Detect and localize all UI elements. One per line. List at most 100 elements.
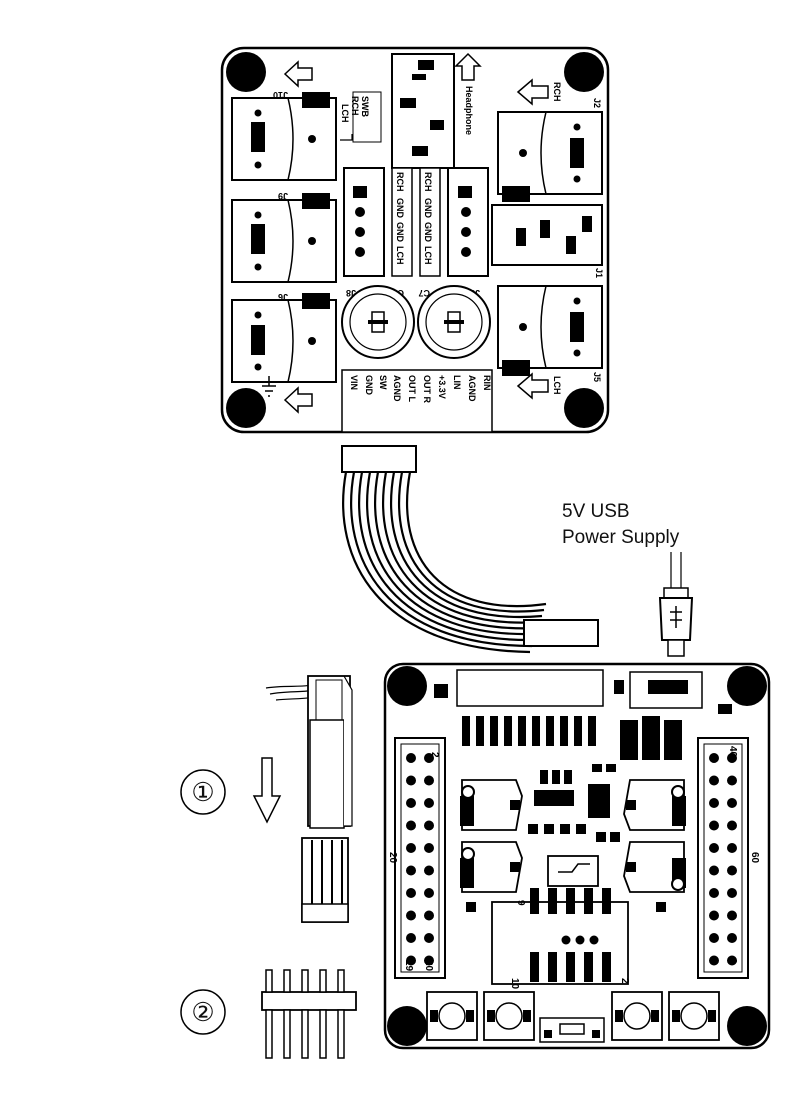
pin-header	[261, 969, 357, 1059]
header-pin	[406, 910, 416, 921]
header-pin	[709, 865, 719, 876]
header-pin	[424, 933, 434, 943]
svg-text:40: 40	[727, 746, 738, 758]
header-pin	[424, 798, 434, 808]
button-4	[668, 991, 720, 1041]
ic-leg	[584, 952, 593, 982]
label-j6: J6	[278, 292, 288, 302]
label-j9: J9	[278, 191, 288, 201]
svg-text:GND: GND	[423, 222, 433, 243]
mounting-hole	[727, 666, 767, 706]
header-pin	[709, 910, 719, 921]
header-pin	[727, 753, 737, 763]
arrow-left-icon	[283, 386, 313, 414]
ribbon-cable	[341, 445, 599, 654]
capacitor-c6	[341, 285, 415, 359]
svg-text:RCH: RCH	[395, 172, 405, 192]
svg-text:RIN: RIN	[482, 375, 492, 391]
ic-leg	[602, 888, 611, 914]
usb-icon	[670, 606, 682, 628]
mounting-hole	[564, 52, 604, 92]
jack-j10	[231, 92, 337, 181]
power-label-line1: 5V USB	[562, 501, 630, 522]
ic-leg	[530, 888, 539, 914]
svg-text:LCH: LCH	[395, 246, 405, 265]
pin-strip: VIN GND SW AGND OUT L OUT R +3.3V LIN AG…	[341, 369, 493, 433]
ic-leg	[548, 952, 557, 982]
step-1-badge	[180, 769, 226, 815]
board-connector	[456, 669, 604, 707]
svg-text:+3.3V: +3.3V	[437, 375, 447, 399]
svg-text:20: 20	[387, 852, 398, 864]
ic-leg	[584, 888, 593, 914]
mounting-hole	[387, 666, 427, 706]
jack-j5	[497, 285, 603, 376]
power-label-line2: Power Supply	[562, 527, 680, 548]
cable-connector-bottom	[523, 619, 599, 647]
arrow-left-icon	[516, 372, 549, 400]
header-pin	[727, 955, 737, 966]
mounting-hole	[226, 52, 266, 92]
step-2: ②	[180, 969, 357, 1059]
header-pin	[709, 888, 719, 898]
main-board: 2 20 19 20 40 60 1	[383, 662, 771, 1050]
svg-text:10: 10	[509, 978, 520, 990]
ic-leg	[602, 952, 611, 982]
arrow-up-icon	[454, 52, 482, 81]
svg-text:VIN: VIN	[349, 375, 359, 390]
headphone-jack	[391, 53, 455, 169]
svg-text:AGND: AGND	[392, 375, 402, 402]
switch-label-block: SWB RCH LCH	[340, 91, 382, 143]
header-20pin-left: 2 20 19 20	[387, 737, 446, 979]
label-c7: C7	[418, 288, 430, 298]
ground-icon	[262, 376, 276, 397]
header-pin	[727, 865, 737, 876]
header-pin	[424, 820, 434, 831]
transistor-group	[620, 716, 682, 760]
arrow-label-lch: LCH	[552, 376, 562, 395]
step-1-number: ①	[191, 777, 214, 807]
audio-board: J10 J9 J6 SWB RCH LCH Headphone	[220, 46, 610, 434]
reset-switch	[539, 1017, 605, 1043]
svg-text:9: 9	[515, 900, 526, 906]
svg-text:LCH: LCH	[340, 104, 350, 123]
header-pin	[424, 888, 434, 898]
arrow-label-rch: RCH	[552, 82, 562, 102]
svg-text:2: 2	[429, 752, 440, 758]
header-pin	[727, 888, 737, 898]
header-pin	[727, 775, 737, 786]
ic-leg	[530, 952, 539, 982]
mounting-hole	[727, 1006, 767, 1046]
header-pin	[424, 865, 434, 876]
usb-cable	[658, 552, 694, 657]
header-pin	[709, 820, 719, 831]
header-j8: RCH GND GND LCH	[343, 167, 413, 277]
arrow-left-icon	[516, 78, 549, 106]
svg-text:GND: GND	[423, 198, 433, 219]
svg-text:RCH: RCH	[423, 172, 433, 192]
header-pin	[727, 798, 737, 808]
mounting-hole	[387, 1006, 427, 1046]
header-pin	[406, 820, 416, 831]
header-j3: RCH GND GND LCH	[419, 167, 489, 277]
header-pin	[406, 933, 416, 943]
button-1	[426, 991, 478, 1041]
label-j5: J5	[592, 372, 602, 382]
svg-text:20: 20	[423, 960, 434, 972]
svg-text:OUT L: OUT L	[407, 375, 417, 402]
ic-leg	[548, 888, 557, 914]
jack-j6	[231, 293, 337, 383]
header-pin	[709, 843, 719, 853]
svg-text:GND: GND	[395, 198, 405, 219]
header-pin	[709, 798, 719, 808]
regulator-top-left	[460, 779, 523, 831]
button-3	[611, 991, 663, 1041]
cable-housing	[265, 675, 353, 829]
svg-text:OUT R: OUT R	[422, 375, 432, 403]
header-pin	[424, 775, 434, 786]
regulator-bottom-right	[623, 841, 686, 893]
label-j8: J8	[346, 288, 356, 298]
header-pin	[424, 910, 434, 921]
ic-leg	[566, 888, 575, 914]
header-pin	[406, 843, 416, 853]
